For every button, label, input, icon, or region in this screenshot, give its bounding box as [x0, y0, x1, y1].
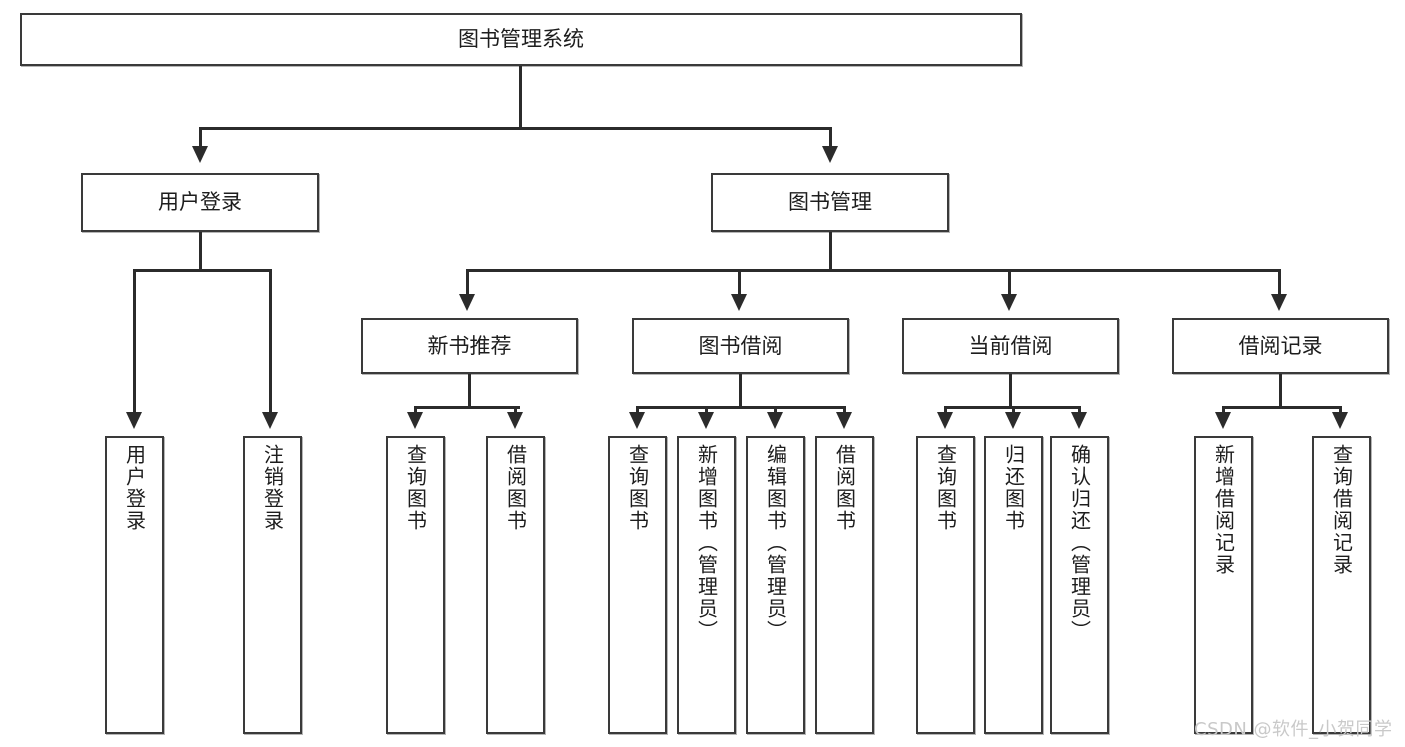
- edge-book-borrow-to-l1: [636, 406, 639, 415]
- arrow-borrow-record-to-l1: [1215, 412, 1231, 429]
- node-leaf-query-book-1-label: 查询图书: [403, 444, 428, 532]
- node-leaf-confirm-return-label: 确认归还（管理员）: [1067, 444, 1092, 642]
- node-book-borrow-label: 图书借阅: [698, 333, 783, 358]
- edge-book-borrow-stem: [739, 374, 742, 409]
- edge-current-borrow-to-l2: [1012, 406, 1015, 415]
- node-leaf-logout[interactable]: 注销登录: [243, 436, 302, 734]
- edge-borrow-record-to-l1: [1222, 406, 1225, 415]
- node-leaf-borrow-book-2[interactable]: 借阅图书: [815, 436, 874, 734]
- edge-new-book-rec-to-l1: [414, 406, 417, 415]
- node-user-login[interactable]: 用户登录: [81, 173, 319, 232]
- edge-book-manage-to-c3: [1008, 269, 1011, 296]
- arrow-book-manage-to-c4: [1271, 294, 1287, 311]
- arrow-root-to-user-login: [192, 146, 208, 163]
- node-user-login-label: 用户登录: [158, 190, 242, 215]
- arrow-book-manage-to-c2: [731, 294, 747, 311]
- edge-user-login-bus: [133, 269, 269, 272]
- arrow-book-borrow-to-l3: [767, 412, 783, 429]
- node-new-book-rec[interactable]: 新书推荐: [361, 318, 578, 374]
- edge-current-borrow-to-l1: [944, 406, 947, 415]
- arrow-user-login-to-leaf1: [126, 412, 142, 429]
- edge-borrow-record-stem: [1279, 374, 1282, 409]
- node-current-borrow[interactable]: 当前借阅: [902, 318, 1119, 374]
- node-borrow-record-label: 借阅记录: [1238, 333, 1323, 358]
- node-leaf-return-book[interactable]: 归还图书: [984, 436, 1043, 734]
- node-leaf-query-book-1[interactable]: 查询图书: [386, 436, 445, 734]
- arrow-book-manage-to-c1: [459, 294, 475, 311]
- node-root[interactable]: 图书管理系统: [20, 13, 1022, 66]
- node-book-manage[interactable]: 图书管理: [711, 173, 949, 232]
- arrow-new-book-rec-to-l2: [507, 412, 523, 429]
- node-leaf-add-record[interactable]: 新增借阅记录: [1194, 436, 1253, 734]
- edge-new-book-rec-stem: [468, 374, 471, 409]
- edge-current-borrow-to-l3: [1078, 406, 1081, 415]
- edge-new-book-rec-to-l2: [514, 406, 517, 415]
- node-leaf-add-book[interactable]: 新增图书（管理员）: [677, 436, 736, 734]
- edge-book-borrow-to-l3: [774, 406, 777, 415]
- arrow-current-borrow-to-l2: [1005, 412, 1021, 429]
- arrow-book-borrow-to-l1: [629, 412, 645, 429]
- edge-root-bus: [199, 127, 832, 130]
- node-leaf-logout-label: 注销登录: [260, 444, 285, 532]
- node-leaf-query-record[interactable]: 查询借阅记录: [1312, 436, 1371, 734]
- arrow-new-book-rec-to-l1: [407, 412, 423, 429]
- arrow-root-to-book-manage: [822, 146, 838, 163]
- edge-book-manage-to-c1: [466, 269, 469, 296]
- node-leaf-user-login[interactable]: 用户登录: [105, 436, 164, 734]
- arrow-borrow-record-to-l2: [1332, 412, 1348, 429]
- edge-book-manage-stem: [829, 232, 832, 272]
- arrow-current-borrow-to-l1: [937, 412, 953, 429]
- edge-new-book-rec-bus: [414, 406, 520, 409]
- node-book-borrow[interactable]: 图书借阅: [632, 318, 849, 374]
- arrow-current-borrow-to-l3: [1071, 412, 1087, 429]
- node-leaf-borrow-book-2-label: 借阅图书: [832, 444, 857, 532]
- node-leaf-confirm-return[interactable]: 确认归还（管理员）: [1050, 436, 1109, 734]
- edge-borrow-record-bus: [1222, 406, 1342, 409]
- edge-root-stem: [519, 66, 522, 129]
- arrow-user-login-to-leaf2: [262, 412, 278, 429]
- node-leaf-edit-book[interactable]: 编辑图书（管理员）: [746, 436, 805, 734]
- node-leaf-query-book-2[interactable]: 查询图书: [608, 436, 667, 734]
- edge-current-borrow-stem: [1009, 374, 1012, 409]
- edge-user-login-to-leaf2: [269, 269, 272, 414]
- edge-user-login-stem: [199, 232, 202, 272]
- node-leaf-query-book-2-label: 查询图书: [625, 444, 650, 532]
- node-new-book-rec-label: 新书推荐: [427, 333, 512, 358]
- node-root-label: 图书管理系统: [458, 27, 584, 52]
- node-leaf-borrow-book-1[interactable]: 借阅图书: [486, 436, 545, 734]
- edge-user-login-to-leaf1: [133, 269, 136, 414]
- edge-book-borrow-to-l2: [705, 406, 708, 415]
- arrow-book-manage-to-c3: [1001, 294, 1017, 311]
- edge-book-manage-to-c2: [738, 269, 741, 296]
- edge-root-to-book-manage: [829, 127, 832, 149]
- edge-book-borrow-bus: [636, 406, 846, 409]
- node-leaf-query-record-label: 查询借阅记录: [1329, 444, 1354, 576]
- edge-book-manage-bus: [466, 269, 1281, 272]
- node-borrow-record[interactable]: 借阅记录: [1172, 318, 1389, 374]
- edge-root-to-user-login: [199, 127, 202, 149]
- node-current-borrow-label: 当前借阅: [968, 333, 1053, 358]
- edge-borrow-record-to-l2: [1339, 406, 1342, 415]
- node-leaf-user-login-label: 用户登录: [122, 444, 147, 532]
- node-leaf-add-book-label: 新增图书（管理员）: [694, 444, 719, 642]
- node-leaf-edit-book-label: 编辑图书（管理员）: [763, 444, 788, 642]
- edge-book-manage-to-c4: [1278, 269, 1281, 296]
- node-book-manage-label: 图书管理: [788, 190, 872, 215]
- node-leaf-return-book-label: 归还图书: [1001, 444, 1026, 532]
- arrow-book-borrow-to-l4: [836, 412, 852, 429]
- node-leaf-borrow-book-1-label: 借阅图书: [503, 444, 528, 532]
- node-leaf-query-book-3[interactable]: 查询图书: [916, 436, 975, 734]
- arrow-book-borrow-to-l2: [698, 412, 714, 429]
- node-leaf-add-record-label: 新增借阅记录: [1211, 444, 1236, 576]
- watermark: CSDN @软件_小贺同学: [1194, 719, 1393, 740]
- node-leaf-query-book-3-label: 查询图书: [933, 444, 958, 532]
- edge-book-borrow-to-l4: [843, 406, 846, 415]
